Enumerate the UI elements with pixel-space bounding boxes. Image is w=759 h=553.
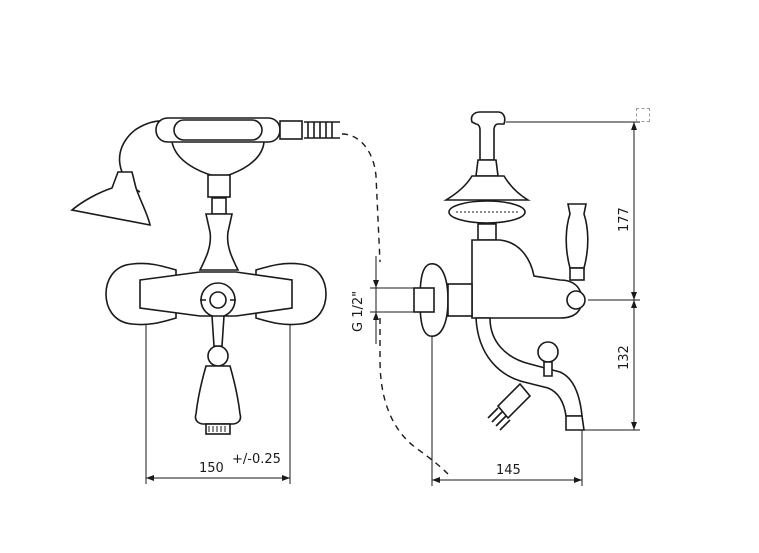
diverter-column xyxy=(198,213,240,271)
shower-head xyxy=(70,171,152,227)
cradle-arms xyxy=(171,141,265,177)
height-dimension-lines xyxy=(506,121,640,431)
side-hook-stem xyxy=(475,159,499,177)
diverter-knob xyxy=(209,291,227,309)
side-shower-head xyxy=(443,175,531,201)
spout-body xyxy=(194,365,242,425)
thread-label: G 1/2" xyxy=(351,291,366,332)
side-collar xyxy=(477,223,497,241)
side-nut xyxy=(447,283,473,317)
height-lower-label: 132 xyxy=(617,345,632,370)
side-spout xyxy=(475,317,583,417)
side-thread xyxy=(413,287,435,313)
side-lever-base xyxy=(569,267,585,281)
front-width-label: 150 xyxy=(199,461,224,476)
height-upper-label: 177 xyxy=(617,207,632,232)
side-shower-outlet xyxy=(496,382,532,420)
side-outlet-ribs xyxy=(487,407,511,431)
side-depth-label: 145 xyxy=(496,463,521,478)
side-hook xyxy=(470,111,506,161)
aerator-lines xyxy=(208,426,226,432)
front-view: 150 +/-0.25 xyxy=(70,117,340,484)
side-diverter-knob xyxy=(537,341,559,363)
width-dimension-lines xyxy=(145,324,291,484)
hose-ribs xyxy=(304,121,340,139)
side-shower-face xyxy=(448,200,526,224)
thread-dimension-lines xyxy=(370,256,414,344)
side-lever xyxy=(565,203,589,269)
tolerance-label: +/-0.25 xyxy=(232,452,281,467)
handle-insert xyxy=(173,119,263,141)
side-diverter-stem xyxy=(543,361,553,377)
resize-handle[interactable] xyxy=(636,108,650,122)
cradle-collar xyxy=(211,197,227,215)
side-body xyxy=(471,239,583,319)
cradle-neck xyxy=(207,174,231,198)
spout-neck xyxy=(211,315,225,347)
side-aerator xyxy=(565,415,585,431)
depth-dimension-lines xyxy=(431,336,583,486)
thread-arrows xyxy=(373,280,379,320)
side-cartridge xyxy=(566,290,586,310)
aerator xyxy=(205,423,231,435)
hose-connector xyxy=(279,120,303,140)
spout-knob xyxy=(207,345,229,367)
hose-dashed-path xyxy=(341,133,449,475)
side-view: G 1/2" 145 177 132 xyxy=(351,111,640,486)
